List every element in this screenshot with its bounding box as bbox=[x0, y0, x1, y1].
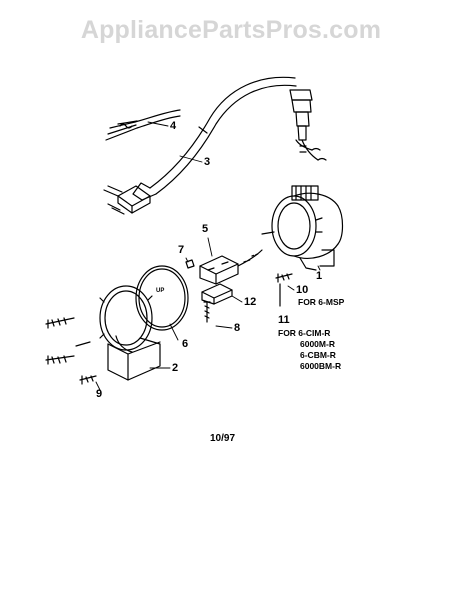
note-part-11-line-2: 6000M-R bbox=[300, 339, 335, 349]
callout-12: 12 bbox=[244, 296, 257, 308]
wire-harness-part-4 bbox=[105, 109, 181, 141]
callout-11: 11 bbox=[278, 314, 290, 326]
gasket-part-6 bbox=[135, 265, 189, 331]
callout-1: 1 bbox=[316, 270, 323, 282]
screws-part-9 bbox=[45, 317, 97, 385]
end-cover-part-2 bbox=[99, 285, 161, 381]
note-part-11-line-3: 6-CBM-R bbox=[300, 350, 336, 360]
power-cord-part-3 bbox=[103, 76, 297, 215]
callout-5: 5 bbox=[202, 223, 209, 235]
revision-date: 10/97 bbox=[210, 433, 236, 444]
clamp-part-12 bbox=[201, 283, 233, 305]
nut-part-7 bbox=[185, 259, 195, 269]
note-part-11-line-4: 6000BM-R bbox=[300, 361, 342, 371]
gasket-up-mark: UP bbox=[156, 288, 164, 294]
cord-strain-relief bbox=[289, 89, 327, 161]
callout-4: 4 bbox=[170, 120, 177, 132]
screw-part-10-11 bbox=[275, 273, 293, 307]
note-part-10: FOR 6-MSP bbox=[298, 297, 345, 307]
motor-housing-part-1 bbox=[261, 185, 344, 271]
leader-lines bbox=[95, 121, 321, 391]
callout-10: 10 bbox=[296, 284, 309, 296]
callout-6: 6 bbox=[182, 338, 189, 350]
screw-part-8 bbox=[203, 301, 211, 323]
callout-7: 7 bbox=[178, 244, 185, 256]
callout-2: 2 bbox=[172, 362, 179, 374]
callout-8: 8 bbox=[234, 322, 241, 334]
callout-9: 9 bbox=[96, 388, 103, 400]
callout-3: 3 bbox=[204, 156, 211, 168]
mount-bracket-part-5 bbox=[199, 249, 263, 285]
note-part-11-line-1: FOR 6-CIM-R bbox=[278, 328, 331, 338]
watermark: AppliancePartsPros.com bbox=[80, 16, 382, 44]
